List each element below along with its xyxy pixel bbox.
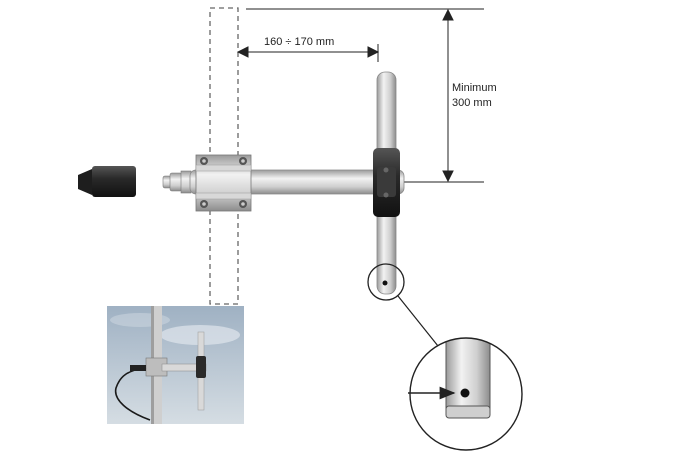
installed-antenna-photo [107,306,244,424]
minimum-height-value: 300 mm [452,97,492,109]
dipole-element [373,71,400,295]
coax-plug [78,166,136,197]
dimension-lines [236,8,484,183]
coax-connector [162,170,192,194]
drain-hole-magnifier [408,337,523,451]
minimum-height-label: Minimum [452,82,497,94]
drain-hole-callout [367,263,439,347]
mounting-clamp [195,154,252,212]
spacing-dimension-label: 160 ÷ 170 mm [264,36,335,48]
